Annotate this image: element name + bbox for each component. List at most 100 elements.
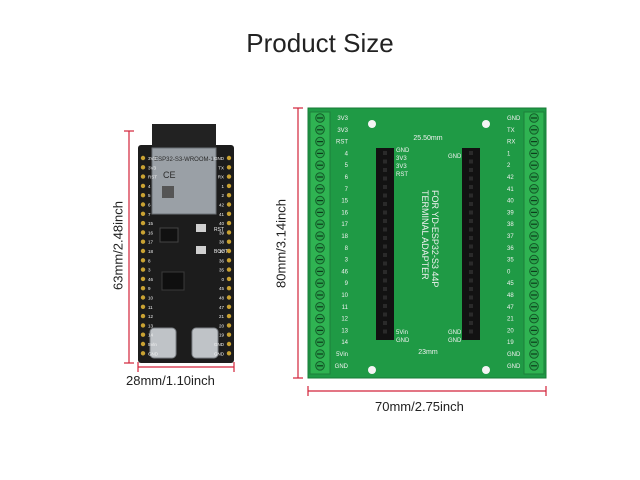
header-hole (383, 219, 387, 223)
terminal-label: 21 (507, 317, 514, 323)
header-hole (469, 193, 473, 198)
terminal-label: 48 (507, 293, 514, 299)
terminal-label: 5Vin (336, 352, 348, 358)
header-hole (383, 168, 387, 172)
header-hole (469, 261, 473, 266)
esp-pin (140, 230, 146, 235)
esp-pin-label: 38 (219, 240, 225, 245)
header-hole (469, 253, 473, 257)
header-hole (383, 261, 387, 266)
esp-pin-label: GND (214, 156, 225, 161)
header-label-gnd-bottom: GND (396, 338, 410, 344)
terminal-label: 36 (507, 246, 514, 252)
female-header-left-holes (383, 151, 387, 334)
header-hole (469, 227, 473, 232)
terminal-label: 4 (345, 151, 349, 157)
adapter-title-line-2: FOR YD-ESP32-S3 44P (430, 190, 440, 287)
terminal-block-left (309, 111, 331, 375)
rst-button-label: RST (214, 227, 224, 233)
header-hole (383, 227, 387, 232)
esp-pin (140, 332, 146, 337)
header-hole (383, 278, 387, 283)
esp-pin-label: 1 (221, 184, 224, 189)
esp-pin-label: 15 (148, 221, 154, 226)
terminal-label: 17 (341, 222, 348, 228)
header-hole (383, 270, 387, 274)
terminal-label: 40 (507, 199, 514, 205)
esp-pin-row-right: GNDTXRX1242414039383736350454847212019GN… (214, 155, 232, 356)
adapter-width-label: 70mm/2.75inch (375, 399, 464, 414)
rst-button[interactable] (196, 224, 206, 232)
esp-width-label: 28mm/1.10inch (126, 373, 215, 388)
terminal-label: GND (507, 364, 521, 370)
boot-button[interactable] (196, 246, 206, 254)
header-hole (469, 287, 473, 291)
esp-pin (140, 267, 146, 272)
esp-pin (140, 304, 146, 309)
usb-c-port-left[interactable] (149, 327, 177, 359)
esp-pin-label: RST (148, 175, 157, 180)
header-label-gnd-r1: GND (448, 154, 462, 160)
esp-pin (140, 313, 146, 319)
adapter-board-body (307, 107, 547, 379)
terminal-label: GND (507, 116, 521, 122)
header-hole (383, 151, 387, 155)
esp-pin-label: 46 (148, 277, 154, 282)
terminal-label: 14 (341, 340, 348, 346)
mount-hole-top-left (368, 120, 376, 128)
terminal-label: RX (507, 140, 515, 146)
esp-pin (226, 276, 232, 282)
terminal-adapter-board: 3V33V3RST4567151617188346910111213145Vin… (307, 107, 547, 379)
esp-antenna (152, 124, 216, 150)
esp-pin-label: 42 (219, 203, 225, 208)
terminal-screws-right (529, 113, 539, 371)
esp-pin (226, 267, 232, 272)
terminal-label: 11 (342, 305, 349, 311)
esp-pin-label: 13 (148, 323, 154, 328)
esp-pin (226, 286, 232, 291)
header-hole (383, 253, 387, 257)
header-hole (383, 304, 387, 308)
header-hole (383, 159, 387, 164)
esp-pin-label: 36 (219, 258, 225, 263)
esp-chip (159, 227, 179, 243)
esp-pin-label: 41 (219, 212, 225, 217)
esp-pin-label: 37 (219, 249, 225, 254)
esp-pin-label: 3V3 (148, 156, 157, 161)
esp-pin-label: 45 (219, 286, 225, 291)
mount-hole-top-right (482, 120, 490, 128)
usb-c-port-right[interactable] (191, 327, 219, 359)
esp-pin (140, 193, 146, 198)
esp-pin (226, 230, 232, 235)
terminal-label: 47 (507, 305, 514, 311)
esp-pin (226, 332, 232, 337)
terminal-label: 38 (507, 222, 514, 228)
esp-pin (140, 202, 146, 207)
terminal-labels-right: GNDTXRX1242414039383736350454847212019GN… (507, 116, 521, 370)
esp-pin-label: 2 (221, 193, 224, 198)
esp-pin (226, 202, 232, 207)
boot-button-label: BOOT (214, 249, 228, 255)
esp-pin (140, 351, 146, 356)
header-hole (469, 210, 473, 215)
esp-pin-label: 35 (219, 268, 225, 273)
header-label-gnd-r3: GND (448, 338, 462, 344)
esp-pin (140, 295, 146, 300)
esp-pin (140, 258, 146, 263)
header-hole (469, 168, 473, 172)
terminal-label: 39 (507, 210, 514, 216)
ce-mark-icon: CE (163, 170, 176, 180)
header-hole (383, 193, 387, 198)
esp-pin (140, 276, 146, 282)
esp-pin-label: TX (218, 165, 224, 170)
terminal-label: 3 (345, 258, 349, 264)
esp-pin (226, 155, 232, 161)
esp-module-label: ESP32-S3-WROOM-1 (154, 157, 214, 163)
terminal-label: 10 (341, 293, 348, 299)
terminal-label: 15 (341, 199, 348, 205)
female-header-right-holes (469, 151, 473, 334)
esp-pin (140, 220, 146, 226)
esp-pin (226, 193, 232, 198)
terminal-labels-left: 3V33V3RST4567151617188346910111213145Vin… (335, 116, 349, 370)
esp-pin (140, 183, 146, 189)
